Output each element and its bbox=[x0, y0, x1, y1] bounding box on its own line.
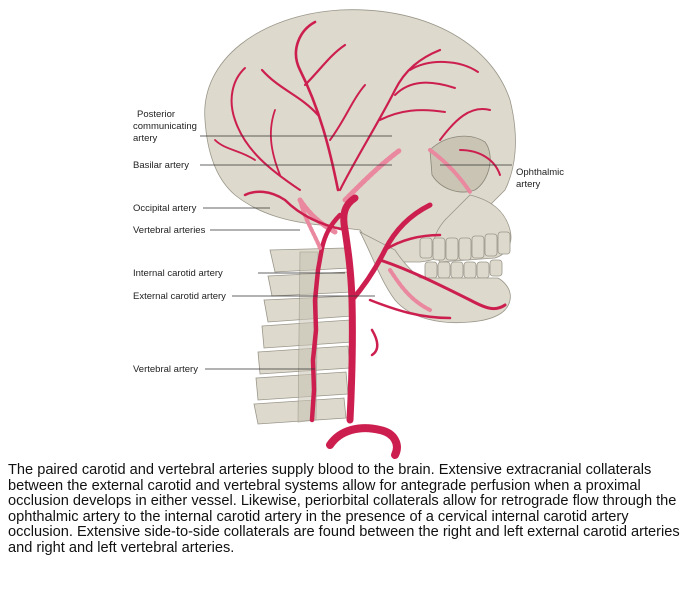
vertebral-artery-path bbox=[298, 198, 343, 423]
cerebral-arteries bbox=[214, 20, 501, 192]
lower-teeth bbox=[424, 259, 503, 279]
upper-teeth bbox=[419, 231, 511, 261]
label-internal-carotid: Internal carotid artery bbox=[133, 268, 223, 279]
label-basilar-artery: Basilar artery bbox=[133, 160, 189, 171]
cervical-spine bbox=[253, 247, 353, 425]
leader-lines bbox=[200, 135, 512, 370]
label-occipital-artery: Occipital artery bbox=[133, 203, 197, 214]
carotid-system bbox=[326, 194, 507, 459]
label-external-carotid: External carotid artery bbox=[133, 291, 226, 302]
label-vertebral-arteries: Vertebral arteries bbox=[133, 225, 206, 236]
orbit bbox=[429, 135, 491, 193]
occipital-branch bbox=[243, 190, 347, 232]
label-vertebral-artery: Vertebral artery bbox=[133, 364, 198, 375]
label-posterior-communicating: Posterior communicating artery bbox=[133, 109, 200, 144]
skull-arteries-illustration: Posterior communicating artery Basilar a… bbox=[133, 9, 567, 459]
label-ophthalmic-artery: Ophthalmic artery bbox=[516, 167, 567, 190]
figure-caption: The paired carotid and vertebral arterie… bbox=[8, 462, 680, 556]
